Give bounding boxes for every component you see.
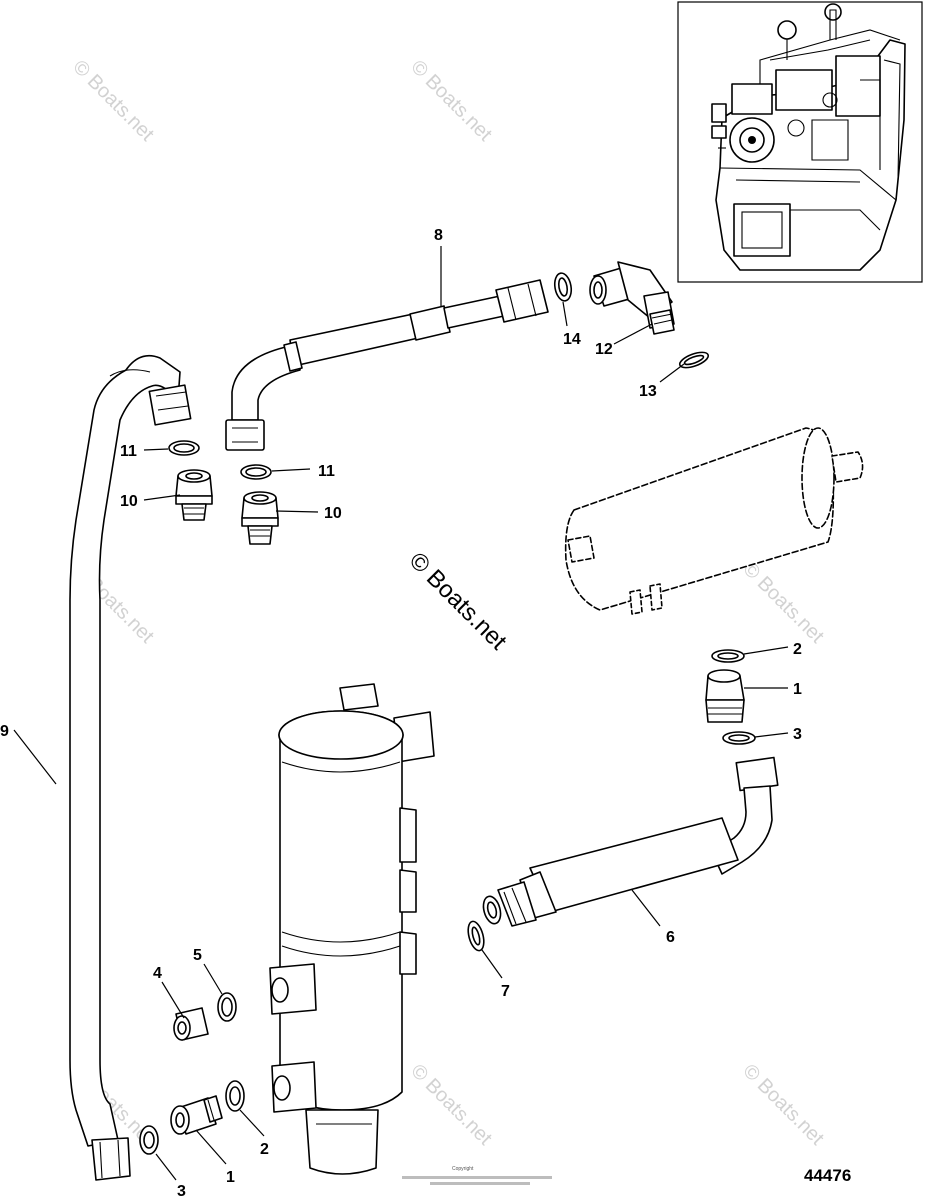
- copyright-fine-print: [402, 1176, 552, 1185]
- o-ring-part-14: [553, 272, 573, 302]
- o-ring-part-3-upper: [722, 731, 756, 745]
- o-ring-part-3-lower: [139, 1125, 159, 1155]
- callout-13: 13: [639, 383, 657, 400]
- fitting-part-10-right: [241, 491, 279, 545]
- callout-14: 14: [563, 331, 581, 348]
- callout-2-upper: 2: [793, 641, 802, 658]
- watermark-top-center: © Boats.net: [406, 56, 496, 146]
- elbow-fitting-part-12: [589, 261, 675, 335]
- callouts: 8 14 12 13 11 11 10 10 9 2 1 3 6 7 4 5 2…: [0, 227, 802, 1200]
- callout-3-upper: 3: [793, 726, 802, 743]
- callout-12: 12: [595, 341, 613, 358]
- watermark-mid-right: © Boats.net: [738, 558, 828, 648]
- callout-9: 9: [0, 723, 9, 740]
- callout-1-lower: 1: [226, 1169, 235, 1186]
- fitting-part-1-lower: [170, 1095, 223, 1135]
- hose-part-8: [225, 279, 549, 451]
- callout-11-left: 11: [120, 443, 137, 460]
- callout-8: 8: [434, 227, 443, 244]
- callout-1-upper: 1: [793, 681, 802, 698]
- hose-part-9: [69, 354, 192, 1181]
- figure-number: 44476: [804, 1166, 851, 1185]
- copyright-notice: Copyright: [452, 1166, 474, 1172]
- callout-10-right: 10: [324, 505, 342, 522]
- o-ring-part-2-upper: [711, 649, 745, 663]
- fitting-part-1-upper: [705, 669, 745, 723]
- callout-3-lower: 3: [177, 1183, 186, 1200]
- o-ring-part-7: [467, 920, 485, 952]
- watermark-top-left: © Boats.net: [68, 56, 158, 146]
- callout-10-left: 10: [120, 493, 138, 510]
- watermark-bottom-center: © Boats.net: [406, 1060, 496, 1150]
- o-ring-part-13: [678, 351, 710, 369]
- callout-5: 5: [193, 947, 202, 964]
- watermark-bottom-right: © Boats.net: [738, 1060, 828, 1150]
- engine-inset: [677, 1, 923, 283]
- hose-part-6: [482, 756, 779, 927]
- leader-lines: [13, 246, 789, 1181]
- engine-illustration: [711, 3, 906, 271]
- cooler-body: [269, 683, 435, 1175]
- callout-4: 4: [153, 965, 162, 982]
- o-ring-part-11-left: [168, 440, 200, 456]
- callout-7: 7: [501, 983, 510, 1000]
- plug-part-4: [173, 1007, 209, 1041]
- o-ring-part-2-lower: [225, 1080, 245, 1112]
- callout-6: 6: [666, 929, 675, 946]
- o-ring-part-11-right: [240, 464, 272, 480]
- fitting-part-10-left: [175, 469, 213, 521]
- callout-11-right: 11: [318, 463, 335, 480]
- callout-2-lower: 2: [260, 1141, 269, 1158]
- o-ring-part-5: [217, 992, 237, 1022]
- ghost-cooler-upper: [564, 427, 864, 615]
- watermark-center: © Boats.net: [404, 547, 512, 655]
